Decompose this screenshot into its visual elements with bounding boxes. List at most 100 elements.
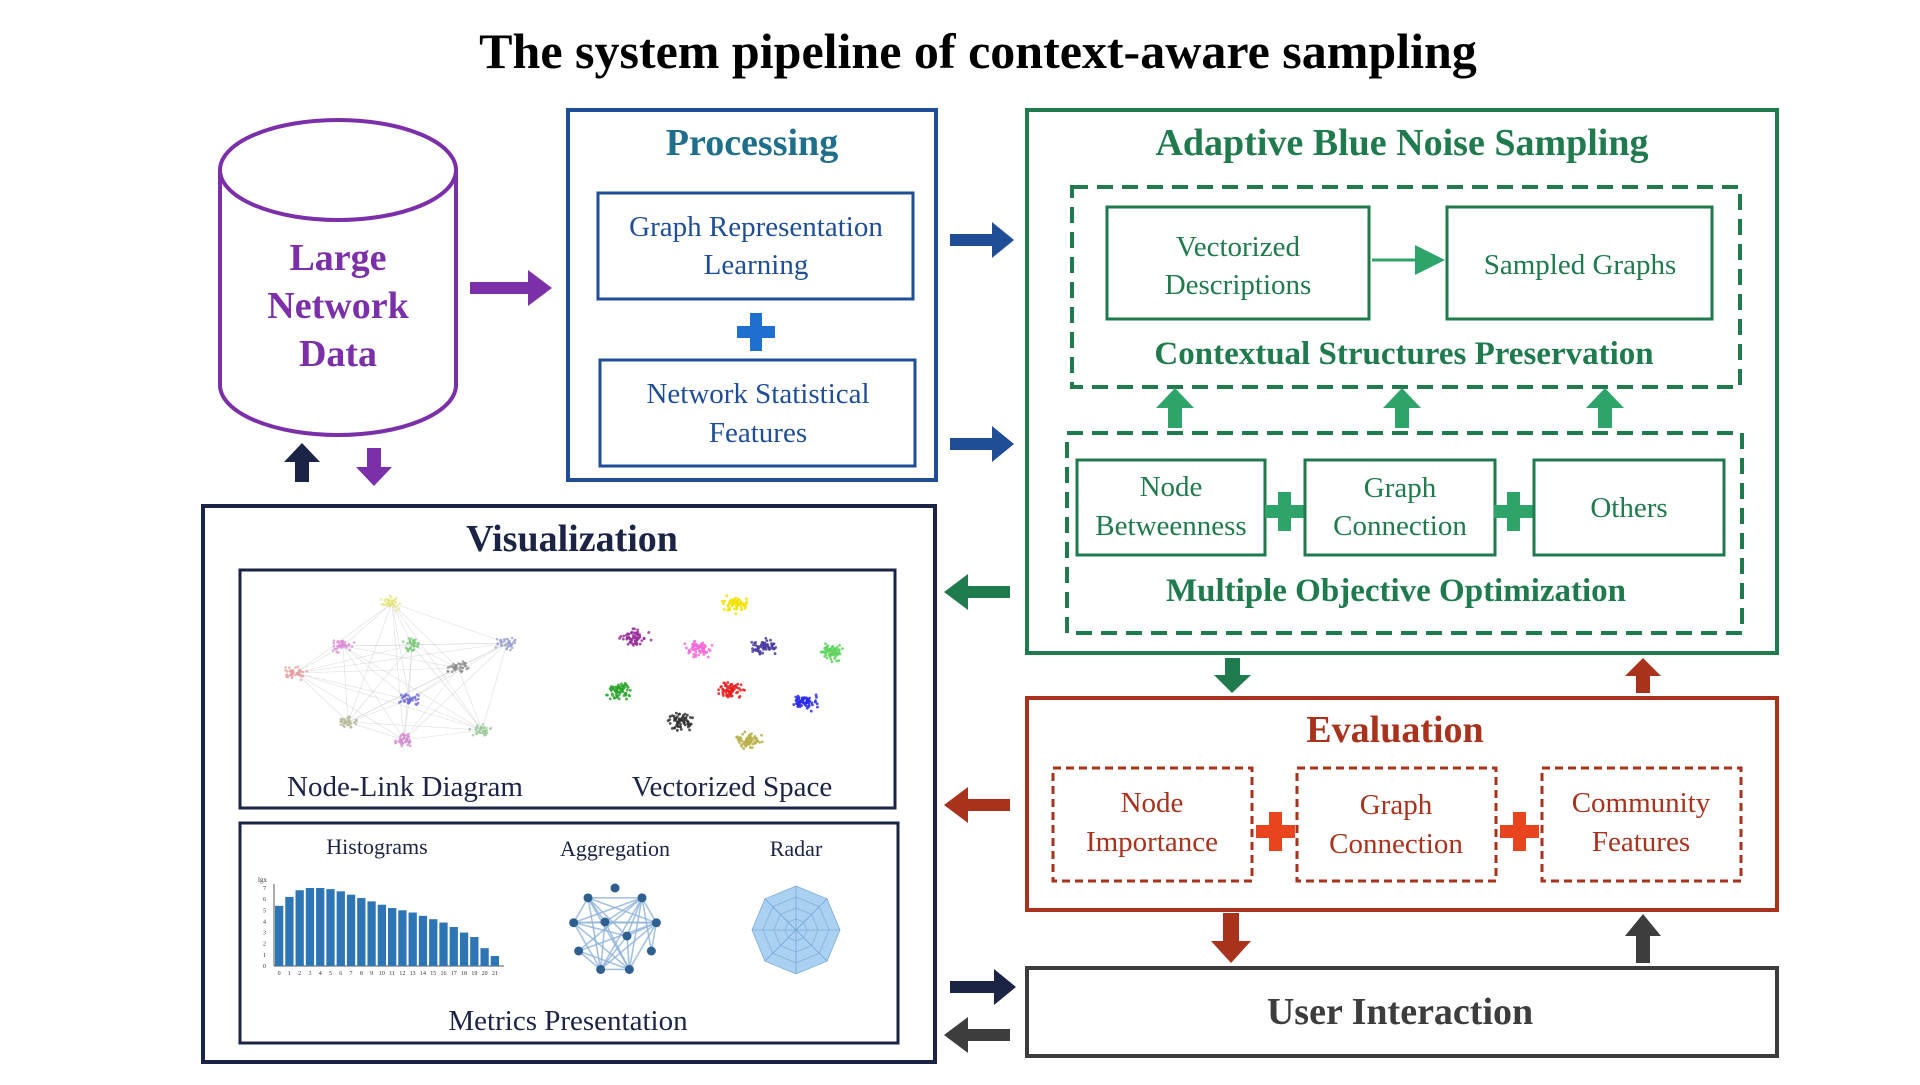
vectorized-point [746,737,750,740]
radar-chart [751,885,841,975]
aggregation-edge [573,897,643,924]
aggregation-label: Aggregation [560,836,670,861]
node-link-node [285,675,289,679]
vectorized-point [618,685,621,689]
vectorized-point [609,688,613,692]
vectorized-point [647,631,651,634]
vectorized-point [640,639,644,643]
sampling-panel: Adaptive Blue Noise Sampling Vectorized … [1025,108,1779,655]
vectorized-point [684,646,688,650]
user-interaction-panel: User Interaction [1025,966,1779,1058]
navy-up-arrow-shape [284,443,320,482]
vectorized-point [815,695,818,699]
vectorized-point [694,642,698,646]
node-link-node [305,669,309,673]
vectorized-point [668,718,672,721]
vectorized-point [615,694,619,698]
node-link-node [506,638,510,641]
others-label: Others [1590,492,1667,524]
graph-repr-line1: Graph Representation [629,211,883,243]
histogram-bar [377,904,386,966]
metrics-label: Metrics Presentation [448,1005,688,1037]
node-link-node [407,732,410,736]
node-link-edge [342,645,459,669]
vectorized-point [742,747,746,750]
vectorized-point [797,703,801,706]
vectorized-point [737,597,740,601]
green-left-arrow [944,574,1010,610]
aggregation-node [574,946,584,956]
histogram-y-tick: 5 [263,908,266,914]
node-link-node [414,638,417,641]
vectorized-point [739,743,743,747]
vectorized-point [721,602,725,606]
node-link-node [500,640,504,644]
vectorized-point [805,706,809,710]
vectorized-point [629,638,633,641]
vectorized-point [728,691,732,694]
node-link-node [382,603,386,607]
node-link-edge [403,729,483,741]
aggregation-edge [572,922,602,970]
vectorized-point [761,651,764,655]
node-link-node [496,643,500,646]
node-link-node [452,662,455,666]
node-link-node [484,729,488,733]
vectorized-point [625,688,629,692]
histogram-x-tick: 15 [430,971,436,977]
node-link-node [290,676,294,680]
vectorized-point [841,647,844,651]
vectorized-point [725,694,728,698]
vectorized-point [719,685,723,688]
aggregation-edge [578,950,602,971]
vectorized-line2: Descriptions [1165,269,1312,301]
histogram-bar [346,894,356,966]
vectorized-point [774,646,778,649]
vectorized-point [735,735,738,739]
histogram-x-tick: 12 [399,971,405,977]
node-link-node [408,696,412,699]
histogram-y-tick: 4 [263,919,266,925]
vectorized-point [772,642,776,646]
aggregation-edge [641,897,658,924]
vectorized-point [830,660,834,663]
node-link-node [405,733,408,737]
node-link-node [409,637,413,640]
node-link-node [394,609,397,612]
node-link-node [346,720,350,724]
aggregation-edge [628,897,643,970]
histogram-x-tick: 16 [441,971,447,977]
green-plus-icon-1 [1265,492,1304,531]
node-link-edge [408,642,508,701]
node-link-node [342,643,346,647]
node-link-node [446,670,450,673]
vectorized-point [617,693,621,697]
processing-panel: Processing Graph Representation Learning… [566,108,938,482]
node-link-edge [295,602,393,674]
histogram-x-tick: 2 [298,971,301,977]
contextual-label: Contextual Structures Preservation [1154,336,1653,372]
vectorized-point [729,693,733,697]
vectorized-point [741,732,745,736]
node-link-node [398,602,401,605]
vectorized-point [821,650,825,654]
vectorized-point [809,709,813,713]
node-link-node [401,640,405,643]
vectorized-point [754,644,758,647]
vectorized-point [685,713,689,717]
vectorized-point [722,608,726,611]
node-link-node [414,702,418,706]
histogram-bar [429,919,438,966]
blue-plus-icon [737,313,775,351]
vectorized-point [824,648,828,652]
node-link-node [460,669,464,673]
user-interaction-label: User Interaction [1267,991,1533,1033]
vectorized-point [694,648,698,652]
vectorized-point [731,600,735,604]
aggregation-edge [600,935,628,970]
node-link-node [400,744,404,748]
histogram-x-tick: 11 [389,971,395,977]
vectorized-point [638,642,642,646]
node-link-node [348,715,351,718]
histogram-bar [336,891,345,966]
